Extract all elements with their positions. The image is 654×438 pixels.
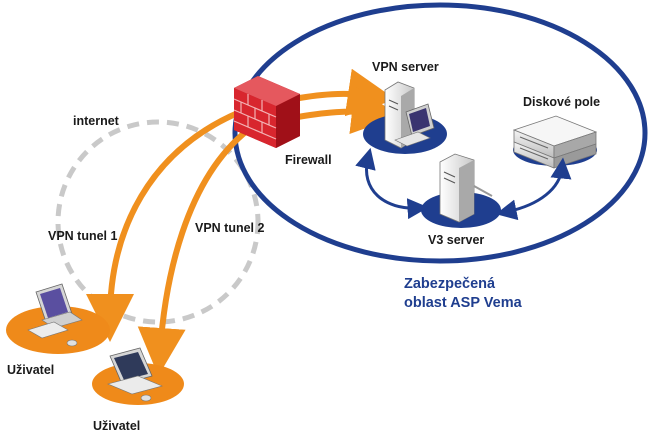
- secure-zone-line-2: oblast ASP Vema: [404, 294, 522, 311]
- secure-zone-label: Zabezpečená oblast ASP Vema: [404, 275, 522, 313]
- firewall-label: Firewall: [285, 153, 332, 167]
- disk-array-icon: [512, 115, 598, 169]
- laptop-icon: [92, 347, 184, 405]
- vpn-tunnel-1-label: VPN tunel 1: [48, 229, 118, 243]
- vpn-tunnel-1-arrow: [86, 109, 243, 342]
- secure-zone-boundary: [232, 2, 648, 264]
- v3-to-disk-link: [495, 157, 572, 221]
- workstation-icon: [6, 283, 110, 354]
- secure-zone-line-1: Zabezpečená: [404, 276, 496, 292]
- user-1-label: Uživatel: [7, 363, 55, 377]
- disk-array-label: Diskové pole: [523, 95, 601, 109]
- user-2-label: Uživatel: [93, 419, 141, 433]
- firewall-to-vpn-arrow: [285, 68, 400, 135]
- firewall-icon: [233, 76, 300, 148]
- vpn-tunnel-2-arrow: [137, 127, 251, 376]
- vpn-server-label: VPN server: [372, 60, 439, 74]
- internet-cloud-ring: [55, 119, 261, 325]
- internet-label: internet: [73, 114, 119, 128]
- vpn-to-v3-link: [355, 147, 429, 220]
- v3-server-label: V3 server: [428, 233, 485, 247]
- vpn-server-icon: [363, 81, 447, 154]
- vpn-tunnel-2-label: VPN tunel 2: [195, 221, 265, 235]
- v3-server-icon: [421, 153, 501, 228]
